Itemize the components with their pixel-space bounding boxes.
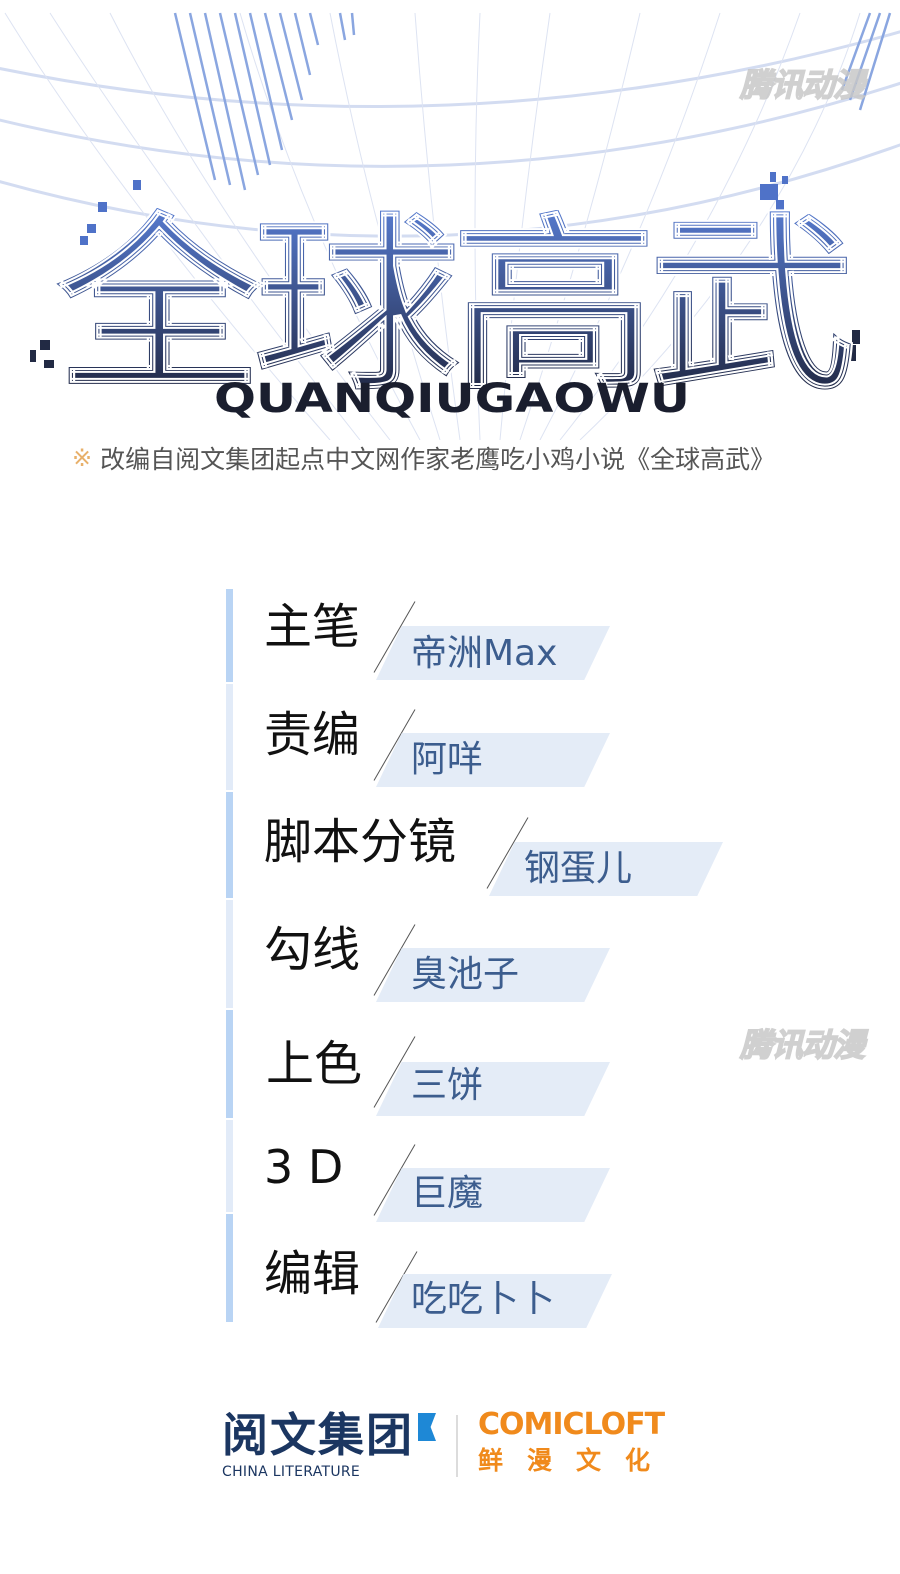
tencent-comic-watermark: 腾讯动漫 xyxy=(739,65,866,105)
tencent-comic-watermark: 腾讯动漫 xyxy=(739,1025,866,1065)
name-band xyxy=(376,1168,610,1222)
name-band xyxy=(378,1274,612,1328)
name-band xyxy=(489,842,723,896)
accent-bar xyxy=(226,792,233,898)
svg-text:全球高武: 全球高武 xyxy=(54,196,853,417)
credit-name: 巨魔 xyxy=(411,1173,484,1214)
credit-name: 帝洲Max xyxy=(411,633,558,674)
flag-icon xyxy=(418,1413,436,1441)
credit-role: 主笔 xyxy=(264,599,361,655)
name-band xyxy=(376,626,610,680)
name-band xyxy=(376,948,610,1002)
comicloft-cn: 鲜漫文化 xyxy=(478,1446,675,1475)
accent-bar xyxy=(226,684,233,790)
svg-text:QUANQIUGAOWU: QUANQIUGAOWU xyxy=(214,376,690,422)
credit-role: 上色 xyxy=(266,1036,363,1092)
comicloft-logo: COMICLOFT 鲜漫文化 xyxy=(478,1407,675,1475)
credit-name: 阿咩 xyxy=(411,739,484,780)
name-band xyxy=(376,1062,610,1116)
credit-role: 责编 xyxy=(264,707,361,763)
title-logo: 全球高武 QUANQIUGAOWU xyxy=(30,172,864,422)
adaptation-note: ※ 改编自阅文集团起点中文网作家老鹰吃小鸡小说《全球高武》 xyxy=(72,438,852,478)
accent-bar xyxy=(226,900,233,1008)
adaptation-note-text: 改编自阅文集团起点中文网作家老鹰吃小鸡小说《全球高武》 xyxy=(100,445,776,474)
china-literature-cn: 阅文集团 xyxy=(222,1408,414,1462)
credit-role: 3 D xyxy=(264,1140,344,1194)
credit-role: 勾线 xyxy=(264,922,361,978)
credit-name: 三饼 xyxy=(411,1065,484,1106)
accent-bar xyxy=(226,1010,233,1118)
comicloft-en: COMICLOFT xyxy=(478,1407,665,1442)
accent-bar xyxy=(226,1120,233,1212)
china-literature-en: CHINA LITERATURE xyxy=(222,1464,361,1480)
reference-mark-icon: ※ xyxy=(72,444,93,472)
name-band xyxy=(376,733,610,787)
credit-name: 臭池子 xyxy=(411,954,520,995)
accent-bar xyxy=(226,589,233,682)
credit-role: 编辑 xyxy=(264,1246,361,1302)
credit-name: 吃吃卜卜 xyxy=(411,1279,556,1320)
credit-name: 钢蛋儿 xyxy=(524,848,633,889)
credit-role: 脚本分镜 xyxy=(264,814,457,870)
logo-divider xyxy=(456,1415,458,1477)
china-literature-logo: 阅文集团 CHINA LITERATURE xyxy=(222,1408,436,1480)
accent-bar xyxy=(226,1214,233,1322)
